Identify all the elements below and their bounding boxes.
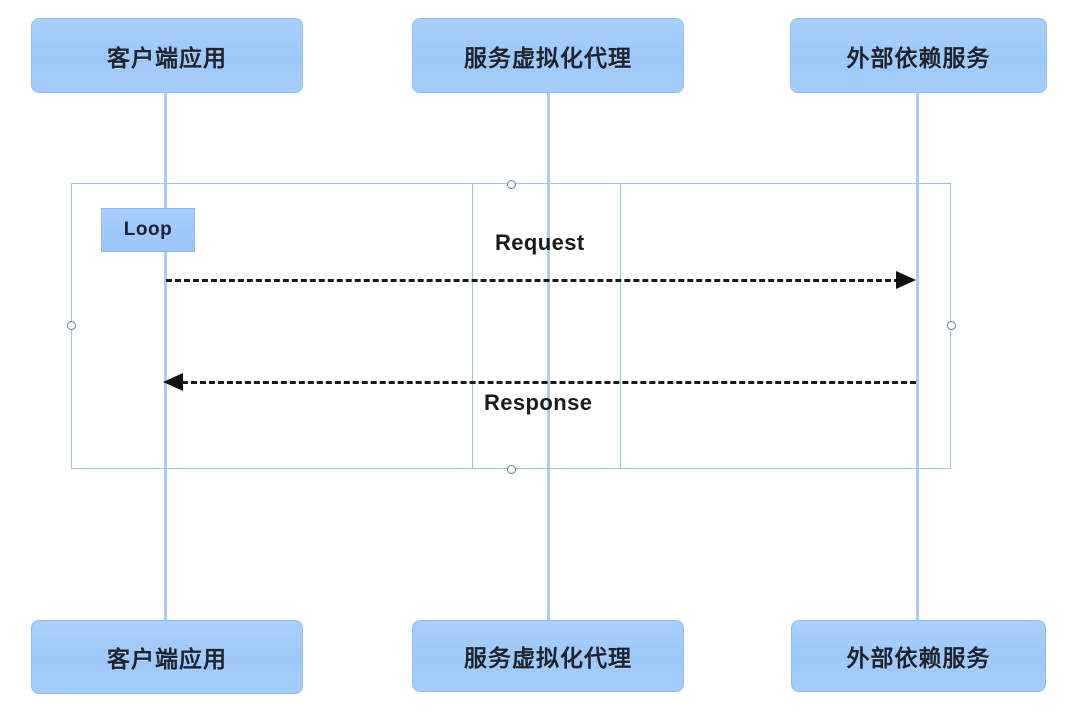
message-line-request[interactable] [166,279,900,282]
message-label-request: Request [495,230,585,255]
selection-handle-top-middle[interactable] [507,180,516,189]
lifeline-proxy [547,90,550,620]
selection-handle-bottom-middle[interactable] [507,465,516,474]
message-line-response[interactable] [182,381,916,384]
selection-handle-middle-right[interactable] [947,321,956,330]
participant-box-proxy-bottom[interactable]: 服务虚拟化代理 [412,620,684,692]
participant-box-client-bottom[interactable]: 客户端应用 [31,620,303,694]
lifeline-external [916,90,919,620]
loop-operator-label: Loop [123,219,173,240]
message-arrowhead-request [896,271,916,289]
participant-label-client-top: 客户端应用 [107,44,227,71]
message-arrowhead-response [163,373,183,391]
selection-handle-middle-left[interactable] [67,321,76,330]
participant-label-proxy-bottom: 服务虚拟化代理 [464,645,632,671]
participant-label-client-bottom: 客户端应用 [107,646,227,672]
message-label-response: Response [484,390,593,415]
loop-fragment-inner-divider-left [472,183,473,469]
loop-fragment-frame[interactable] [71,183,951,469]
participant-box-proxy-top[interactable]: 服务虚拟化代理 [412,18,684,93]
participant-label-external-bottom: 外部依赖服务 [846,645,991,671]
loop-operator-tag[interactable]: Loop [101,208,195,252]
participant-label-external-top: 外部依赖服务 [846,44,991,71]
lifeline-client [164,90,167,630]
loop-fragment-inner-divider-right [620,183,621,469]
participant-box-client-top[interactable]: 客户端应用 [31,18,303,93]
participant-box-external-bottom[interactable]: 外部依赖服务 [791,620,1046,692]
participant-box-external-top[interactable]: 外部依赖服务 [790,18,1047,93]
participant-label-proxy-top: 服务虚拟化代理 [464,44,632,71]
